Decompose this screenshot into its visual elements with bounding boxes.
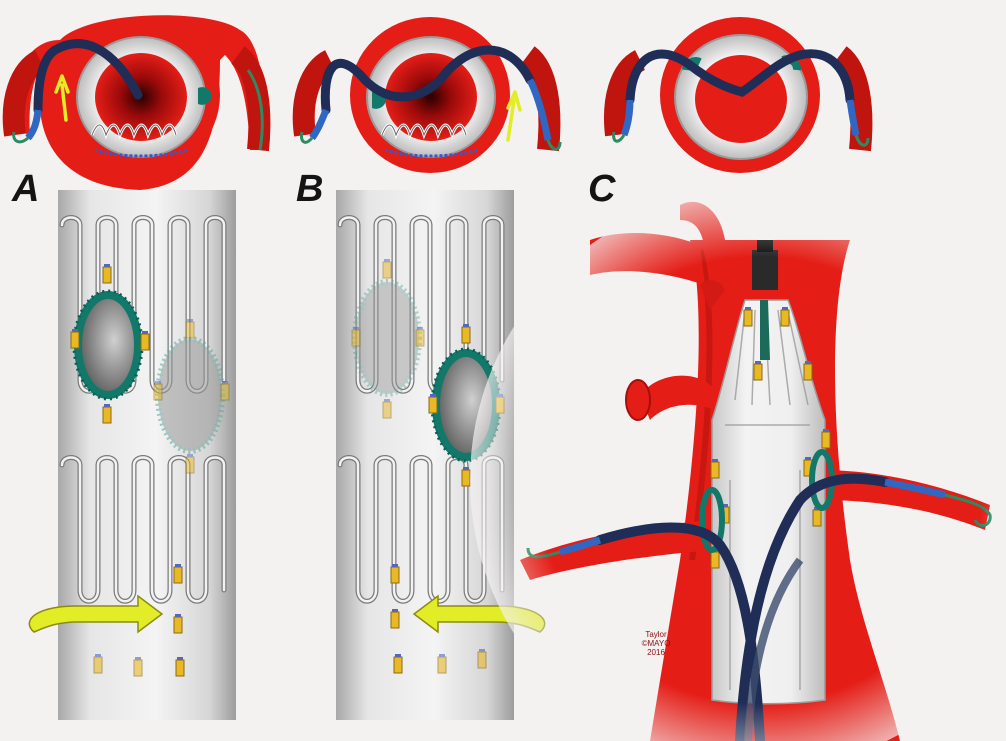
rotation-arrow-up-icon bbox=[506, 90, 522, 142]
panel-label-c: C bbox=[588, 168, 616, 210]
credit-line-3: 2016 bbox=[647, 648, 665, 657]
credit-line-1: Taylor bbox=[645, 630, 667, 639]
rotation-arrow-up-icon bbox=[54, 74, 70, 122]
rotation-arrow-right-icon bbox=[28, 594, 164, 634]
panel-label-a: A bbox=[12, 168, 40, 210]
cross-section-c bbox=[604, 17, 873, 173]
credit-line-2: ©MAYO bbox=[641, 639, 671, 648]
panel-c-aorta bbox=[470, 190, 1006, 741]
panel-label-b: B bbox=[296, 168, 324, 210]
cross-section-b bbox=[292, 17, 562, 173]
illustration-credit: Taylor ©MAYO 2016 bbox=[636, 630, 676, 657]
cross-section-a bbox=[2, 15, 271, 191]
graft-tube-b bbox=[336, 190, 546, 720]
graft-tube-a bbox=[28, 190, 236, 720]
